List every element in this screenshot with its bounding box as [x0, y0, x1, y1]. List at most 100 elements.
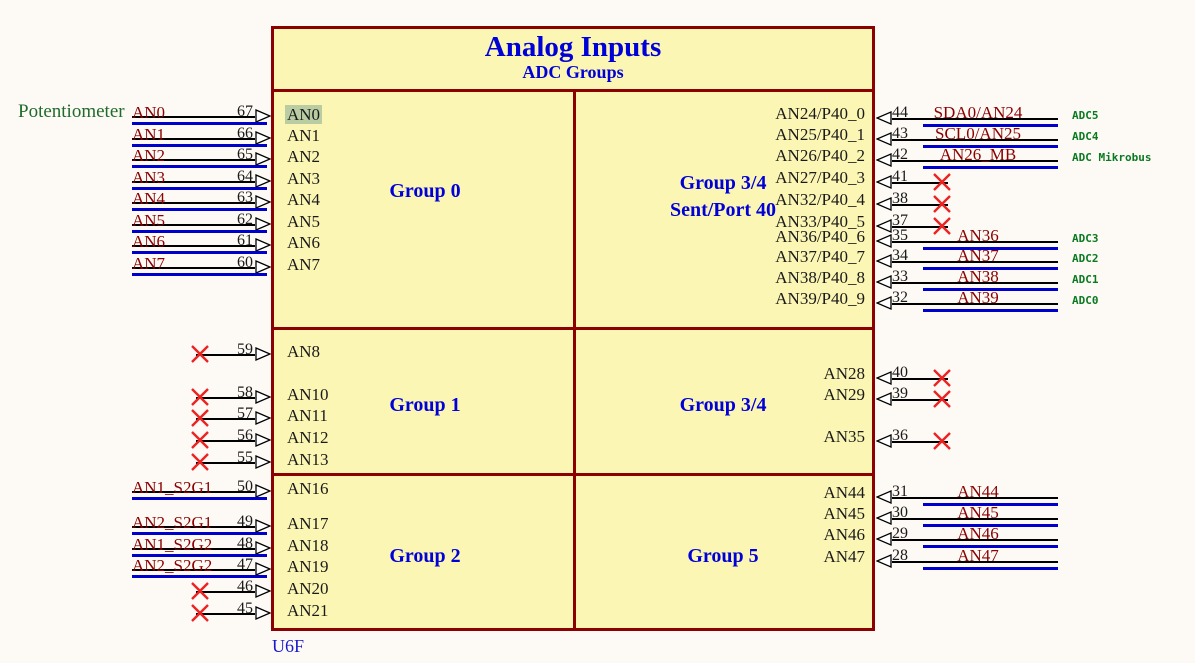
pin-arrow-icon: [876, 554, 892, 568]
pin-number-61: 61: [237, 232, 253, 249]
no-connect-x-icon: [191, 431, 209, 449]
pin-wire-blue-29: [923, 545, 1058, 548]
pin-wire-blue-48: [132, 554, 267, 557]
pin-wire-blue-63: [132, 208, 267, 211]
pin-number-37: 37: [892, 212, 908, 229]
pin-number-62: 62: [237, 211, 253, 228]
pin-wire-45: [196, 613, 255, 615]
net-label-an7: AN7: [132, 254, 166, 273]
pin-wire-65: [132, 159, 255, 161]
pin-arrow-icon: [876, 254, 892, 268]
pin-arrow-icon: [876, 132, 892, 146]
chip-pin-label-an35: AN35: [823, 427, 865, 446]
chip-pin-label-an39-p40-9: AN39/P40_9: [775, 289, 865, 308]
pin-arrow-icon: [255, 109, 271, 123]
pin-wire-blue-66: [132, 144, 267, 147]
no-connect-x-icon: [933, 369, 951, 387]
pin-number-48: 48: [237, 535, 253, 552]
chip-pin-label-an25-p40-1: AN25/P40_1: [775, 125, 865, 144]
pin-wire-blue-50: [132, 497, 267, 500]
chip-pin-label-an5: AN5: [287, 212, 321, 231]
chip-pin-label-an3: AN3: [287, 169, 321, 188]
pin-wire-36: [892, 441, 948, 443]
pin-number-30: 30: [892, 504, 908, 521]
pin-number-45: 45: [237, 600, 253, 617]
adc-channel-label-adc0: ADC0: [1072, 294, 1099, 307]
pin-arrow-icon: [255, 455, 271, 469]
pin-wire-blue-35: [923, 247, 1058, 250]
chip-pin-label-an0: AN0: [285, 105, 323, 124]
net-label-an46: AN46: [957, 524, 999, 543]
pin-number-43: 43: [892, 125, 908, 142]
net-label-an4: AN4: [132, 189, 166, 208]
chip-pin-label-an26-p40-2: AN26/P40_2: [775, 146, 865, 165]
pin-wire-61: [132, 245, 255, 247]
pin-arrow-icon: [255, 347, 271, 361]
pin-number-36: 36: [892, 427, 908, 444]
chip-pin-label-an27-p40-3: AN27/P40_3: [775, 168, 865, 187]
group-caption-line1: Group 3/4: [679, 172, 767, 194]
pin-arrow-icon: [255, 484, 271, 498]
no-connect-x-icon: [191, 409, 209, 427]
pin-wire-48: [132, 548, 255, 550]
pin-arrow-icon: [255, 152, 271, 166]
pin-number-34: 34: [892, 247, 908, 264]
pin-wire-46: [196, 591, 255, 593]
chip-pin-label-an38-p40-8: AN38/P40_8: [775, 268, 865, 287]
adc-channel-label-adc1: ADC1: [1072, 273, 1099, 286]
chip-pin-label-an13: AN13: [287, 450, 329, 469]
no-connect-x-icon: [933, 173, 951, 191]
chip-pin-label-an11: AN11: [287, 406, 328, 425]
net-label-an0: AN0: [132, 103, 166, 122]
pin-arrow-icon: [255, 217, 271, 231]
net-label-an1: AN1: [132, 125, 166, 144]
pin-arrow-icon: [876, 392, 892, 406]
pin-wire-63: [132, 202, 255, 204]
chip-pin-label-an10: AN10: [287, 385, 329, 404]
chip-pin-label-an32-p40-4: AN32/P40_4: [775, 190, 865, 209]
pin-number-28: 28: [892, 547, 908, 564]
pin-arrow-icon: [255, 433, 271, 447]
pin-wire-blue-30: [923, 524, 1058, 527]
pin-wire-38: [892, 204, 948, 206]
chip-pin-label-an33-p40-5: AN33/P40_5: [775, 212, 865, 231]
no-connect-x-icon: [933, 195, 951, 213]
pin-arrow-icon: [876, 153, 892, 167]
pin-wire-blue-43: [923, 145, 1058, 148]
pin-wire-29: [892, 539, 1058, 541]
chip-pin-label-an8: AN8: [287, 342, 321, 361]
chip-pin-label-an18: AN18: [287, 536, 329, 555]
pin-wire-35: [892, 241, 1058, 243]
pin-arrow-icon: [255, 411, 271, 425]
pin-wire-blue-60: [132, 273, 267, 276]
pin-wire-28: [892, 561, 1058, 563]
pin-number-59: 59: [237, 341, 253, 358]
net-label-an47: AN47: [957, 546, 999, 565]
pin-wire-blue-42: [923, 166, 1058, 169]
no-connect-x-icon: [933, 217, 951, 235]
chip-pin-label-an6: AN6: [287, 233, 321, 252]
no-connect-x-icon: [191, 388, 209, 406]
chip-pin-label-an17: AN17: [287, 514, 329, 533]
chip-pin-label-an12: AN12: [287, 428, 329, 447]
net-label-an36: AN36: [957, 226, 999, 245]
pin-wire-blue-61: [132, 251, 267, 254]
pin-arrow-icon: [876, 197, 892, 211]
pin-wire-56: [196, 440, 255, 442]
divider-column: [573, 89, 576, 631]
adc-channel-label-adc4: ADC4: [1072, 130, 1099, 143]
pin-arrow-icon: [876, 532, 892, 546]
pin-arrow-icon: [255, 238, 271, 252]
group-caption-group-2: Group 2: [389, 545, 461, 567]
pin-arrow-icon: [876, 511, 892, 525]
chip-pin-label-an45: AN45: [823, 504, 865, 523]
pin-number-35: 35: [892, 227, 908, 244]
pin-arrow-icon: [876, 234, 892, 248]
potentiometer-label: Potentiometer: [18, 101, 125, 122]
pin-wire-44: [892, 118, 1058, 120]
pin-number-31: 31: [892, 483, 908, 500]
group-caption-group-1: Group 1: [389, 394, 461, 416]
chip-pin-label-an16: AN16: [287, 479, 329, 498]
reference-designator: U6F: [272, 636, 305, 656]
chip-pin-label-an44: AN44: [823, 483, 865, 502]
